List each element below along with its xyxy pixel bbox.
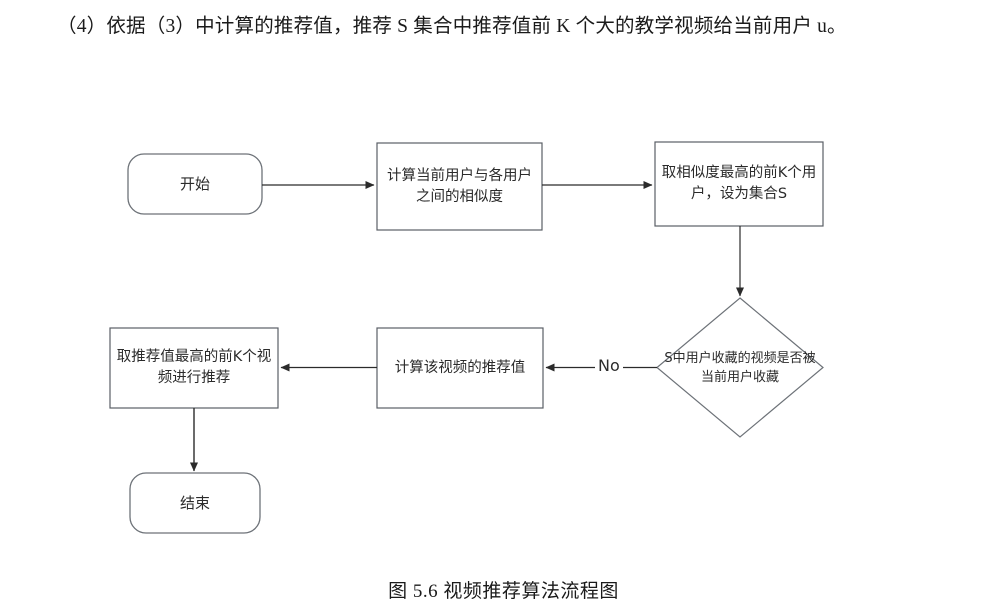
node-calc-score-shape (376, 327, 544, 409)
body-paragraph: （4）依据（3）中计算的推荐值，推荐 S 集合中推荐值前 K 个大的教学视频给当… (57, 16, 847, 37)
node-start-shape (127, 153, 263, 215)
node-similarity-shape (376, 142, 543, 231)
node-decision-shape (656, 297, 824, 438)
node-end-shape (129, 472, 261, 534)
edge-label-no: No (595, 357, 623, 375)
node-topk-video-shape (109, 327, 279, 409)
node-topk-users-shape (654, 141, 824, 227)
figure-caption: 图 5.6 视频推荐算法流程图 (388, 581, 619, 602)
